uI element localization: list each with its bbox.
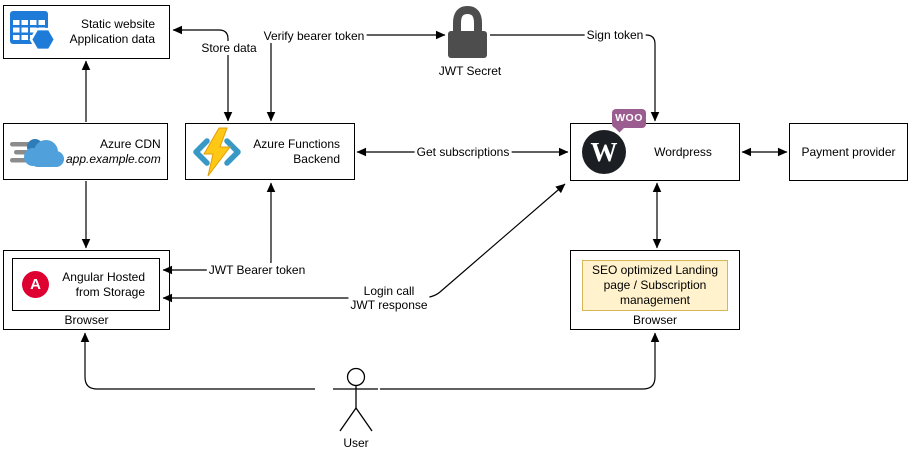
svg-text:W: W: [591, 137, 618, 167]
woocommerce-badge: WOO: [612, 109, 646, 133]
wordpress-logo-icon: W: [581, 129, 627, 175]
payment-provider-label: Payment provider: [801, 144, 896, 159]
azure-functions-line1: Azure Functions: [253, 136, 340, 151]
user-legs: [339, 407, 373, 432]
cdn-cloud-icon: [8, 133, 66, 171]
seo-browser-label: Browser: [632, 313, 677, 327]
edge-label-login-line2: JWT response: [350, 298, 428, 312]
angular-logo-letter: A: [30, 276, 41, 293]
static-website-line1: Static website: [80, 17, 155, 31]
wordpress-label: Wordpress: [654, 144, 712, 159]
angular-browser-label: Browser: [64, 313, 109, 327]
edge-jwt-bearer-token: [162, 182, 276, 275]
azure-functions-line2: Backend: [293, 151, 340, 166]
edge-user-to-right-browser: [380, 332, 660, 390]
azure-functions-icon: [192, 127, 242, 177]
jwt-lock-shackle: [453, 5, 482, 34]
edge-label-jwt-bearer-token: JWT Bearer token: [206, 263, 308, 277]
edge-verify-bearer-token: [266, 30, 446, 122]
angular-logo-icon: A: [22, 271, 49, 298]
seo-browser-node: SEO optimized Landing page / Subscriptio…: [570, 250, 740, 330]
table-storage-icon: [9, 10, 57, 54]
edge-label-verify-bearer-token: Verify bearer token: [261, 29, 367, 43]
edge-login-call: [162, 183, 566, 303]
azure-functions-node: Azure Functions Backend: [185, 123, 355, 180]
woocommerce-badge-text: WOO: [615, 112, 643, 124]
edge-label-get-subscriptions: Get subscriptions: [414, 145, 512, 159]
angular-app-label: Angular Hosted from Storage: [49, 270, 159, 300]
angular-browser-node: A Angular Hosted from Storage Browser: [3, 250, 170, 330]
edge-label-login-line1: Login call: [363, 284, 415, 298]
angular-app-node: A Angular Hosted from Storage: [12, 258, 160, 311]
edge-label-login-call: Login call JWT response: [348, 284, 430, 312]
seo-landing-label: SEO optimized Landing page / Subscriptio…: [591, 263, 719, 307]
azure-cdn-label: Azure CDN app.example.com: [66, 137, 171, 167]
static-website-line2: Application data: [69, 32, 155, 46]
edge-user-to-left-browser: [80, 332, 315, 390]
jwt-lock-body: [448, 31, 487, 58]
azure-cdn-title: Azure CDN: [100, 136, 161, 151]
angular-app-line2: from Storage: [75, 284, 145, 299]
angular-app-line1: Angular Hosted: [62, 269, 145, 284]
azure-cdn-subtitle: app.example.com: [66, 151, 161, 166]
user-label: User: [343, 436, 369, 450]
user-figure: [333, 367, 378, 432]
jwt-secret-label: JWT Secret: [438, 64, 502, 78]
edge-label-store-data: Store data: [199, 41, 259, 55]
user-head: [346, 367, 366, 387]
azure-cdn-node: Azure CDN app.example.com: [3, 123, 168, 180]
payment-provider-node: Payment provider: [789, 123, 908, 181]
azure-functions-label: Azure Functions Backend: [242, 137, 354, 167]
static-website-label: Static website Application data: [57, 17, 169, 47]
static-website-node: Static website Application data: [3, 5, 170, 59]
jwt-lock-icon: [448, 5, 487, 58]
seo-landing-node: SEO optimized Landing page / Subscriptio…: [582, 260, 728, 311]
edge-label-sign-token: Sign token: [584, 28, 646, 42]
wordpress-node: W Wordpress: [570, 123, 740, 181]
